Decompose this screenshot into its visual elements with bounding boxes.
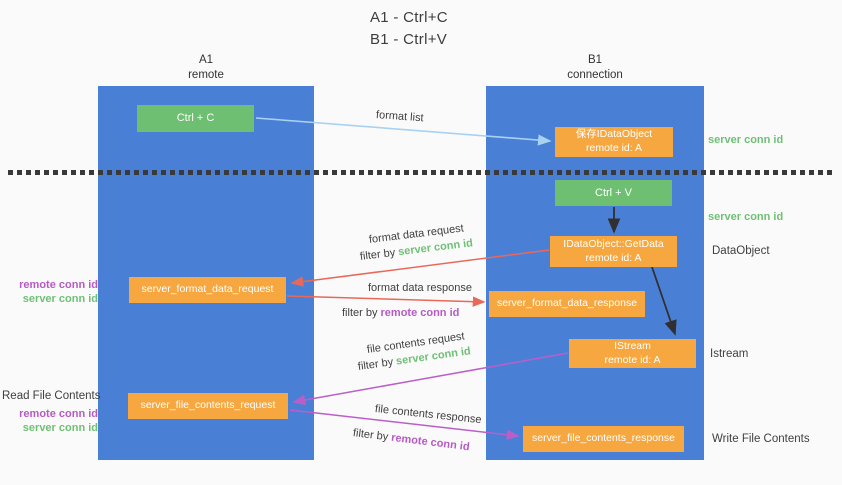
label-istream: Istream (710, 348, 749, 360)
label-remote-conn-id-1: remote conn id (19, 279, 98, 291)
filter-key-remote-conn-id: remote conn id (390, 431, 471, 454)
column-b-subtitle: connection (567, 68, 623, 81)
label-remote-conn-id-2: remote conn id (19, 408, 98, 420)
filter-prefix: filter by (352, 427, 392, 444)
label-dataobject: DataObject (712, 245, 770, 257)
node-server-format-data-request-label: server_format_data_request (141, 283, 274, 296)
title-line-ctrl-c: A1 - Ctrl+C (370, 9, 448, 26)
arrow-filter-file-contents-response: filter by remote conn id (352, 427, 470, 453)
label-server-conn-id-2: server conn id (22, 421, 98, 434)
node-server-format-data-response-label: server_format_data_response (496, 297, 638, 310)
node-server-file-contents-request: server_file_contents_request (128, 393, 288, 419)
node-save-idataobject-line1: 保存IDataObject (575, 128, 653, 141)
arrow-filter-format-data-response: filter by remote conn id (342, 307, 459, 319)
label-block-file-ids: remote conn id server conn id (10, 408, 98, 436)
filter-prefix: filter by (342, 307, 381, 319)
node-ctrl-v-label: Ctrl + V (595, 186, 632, 199)
dashed-divider (8, 170, 834, 175)
arrow-label-format-list: format list (375, 109, 424, 125)
filter-prefix: filter by (359, 246, 399, 263)
filter-prefix: filter by (357, 355, 397, 373)
node-getdata-line2: remote id: A (585, 251, 642, 264)
label-server-conn-id-1: server conn id (22, 292, 98, 305)
filter-key-remote-conn-id: remote conn id (380, 307, 460, 319)
node-istream-line2: remote id: A (604, 353, 661, 366)
column-b-header: B1 connection (486, 53, 704, 83)
column-a-header: A1 remote (98, 53, 314, 83)
arrow-label-file-contents-response: file contents response (374, 403, 483, 427)
node-server-file-contents-response-label: server_file_contents_response (531, 432, 675, 445)
node-idataobject-getdata: IDataObject::GetData remote id: A (550, 236, 677, 267)
node-istream: IStream remote id: A (569, 339, 696, 368)
label-write-file-contents: Write File Contents (712, 433, 810, 445)
node-server-format-data-request: server_format_data_request (129, 277, 286, 303)
node-istream-line1: IStream (614, 339, 651, 352)
label-server-conn-id-top: server conn id (708, 134, 784, 146)
arrow-format-data-response (286, 295, 486, 307)
node-ctrl-v: Ctrl + V (555, 180, 672, 206)
column-a-name: A1 (198, 54, 214, 66)
node-server-file-contents-response: server_file_contents_response (523, 426, 684, 452)
label-server-conn-id-mid: server conn id (708, 211, 784, 223)
node-save-idataobject-line2: remote id: A (585, 142, 643, 154)
node-server-file-contents-request-label: server_file_contents_request (140, 399, 276, 412)
node-save-idataobject: 保存IDataObject remote id: A (555, 127, 673, 157)
node-getdata-line1: IDataObject::GetData (563, 237, 664, 250)
column-a-subtitle: remote (188, 68, 224, 81)
arrow-label-format-data-response: format data response (368, 282, 472, 294)
diagram-title: A1 - Ctrl+C B1 - Ctrl+V (370, 7, 448, 51)
label-read-file-contents: Read File Contents (2, 390, 101, 402)
node-ctrl-c-label: Ctrl + C (176, 112, 215, 125)
column-b-name: B1 (587, 54, 603, 66)
node-server-format-data-response: server_format_data_response (489, 291, 645, 317)
node-ctrl-c: Ctrl + C (137, 105, 254, 132)
label-block-format-ids: remote conn id server conn id (10, 279, 98, 307)
title-line-ctrl-v: B1 - Ctrl+V (370, 30, 448, 48)
